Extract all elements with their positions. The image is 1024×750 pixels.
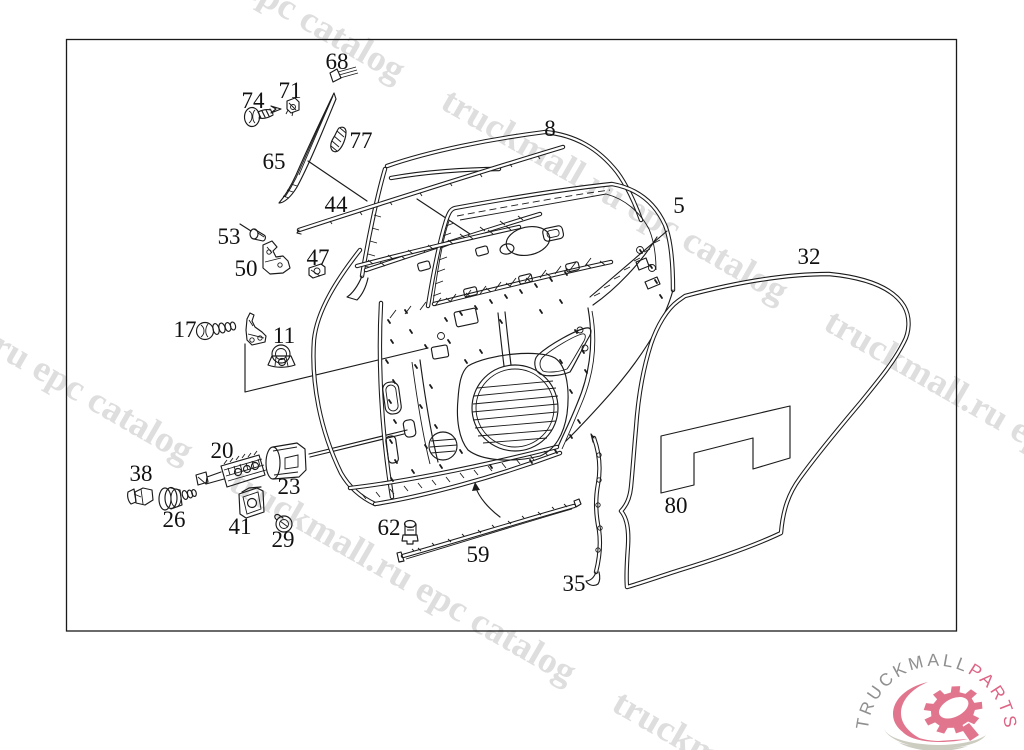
svg-text:17: 17 [174,317,197,342]
svg-text:59: 59 [467,542,490,567]
svg-text:8: 8 [544,116,556,141]
svg-text:26: 26 [163,507,186,532]
svg-text:35: 35 [563,571,586,596]
svg-text:71: 71 [279,78,302,103]
svg-text:41: 41 [229,514,252,539]
svg-text:53: 53 [218,224,241,249]
svg-text:11: 11 [273,323,295,348]
svg-text:68: 68 [326,49,349,74]
svg-text:23: 23 [278,474,301,499]
svg-text:65: 65 [263,149,286,174]
svg-text:74: 74 [242,88,266,113]
svg-text:32: 32 [798,244,821,269]
svg-text:77: 77 [350,128,373,153]
svg-text:38: 38 [130,461,153,486]
svg-text:5: 5 [673,193,685,218]
svg-text:50: 50 [235,256,258,281]
svg-text:62: 62 [378,515,401,540]
svg-text:80: 80 [665,493,688,518]
svg-text:29: 29 [272,527,295,552]
svg-text:47: 47 [307,245,330,270]
svg-text:20: 20 [211,438,234,463]
svg-text:44: 44 [325,192,349,217]
